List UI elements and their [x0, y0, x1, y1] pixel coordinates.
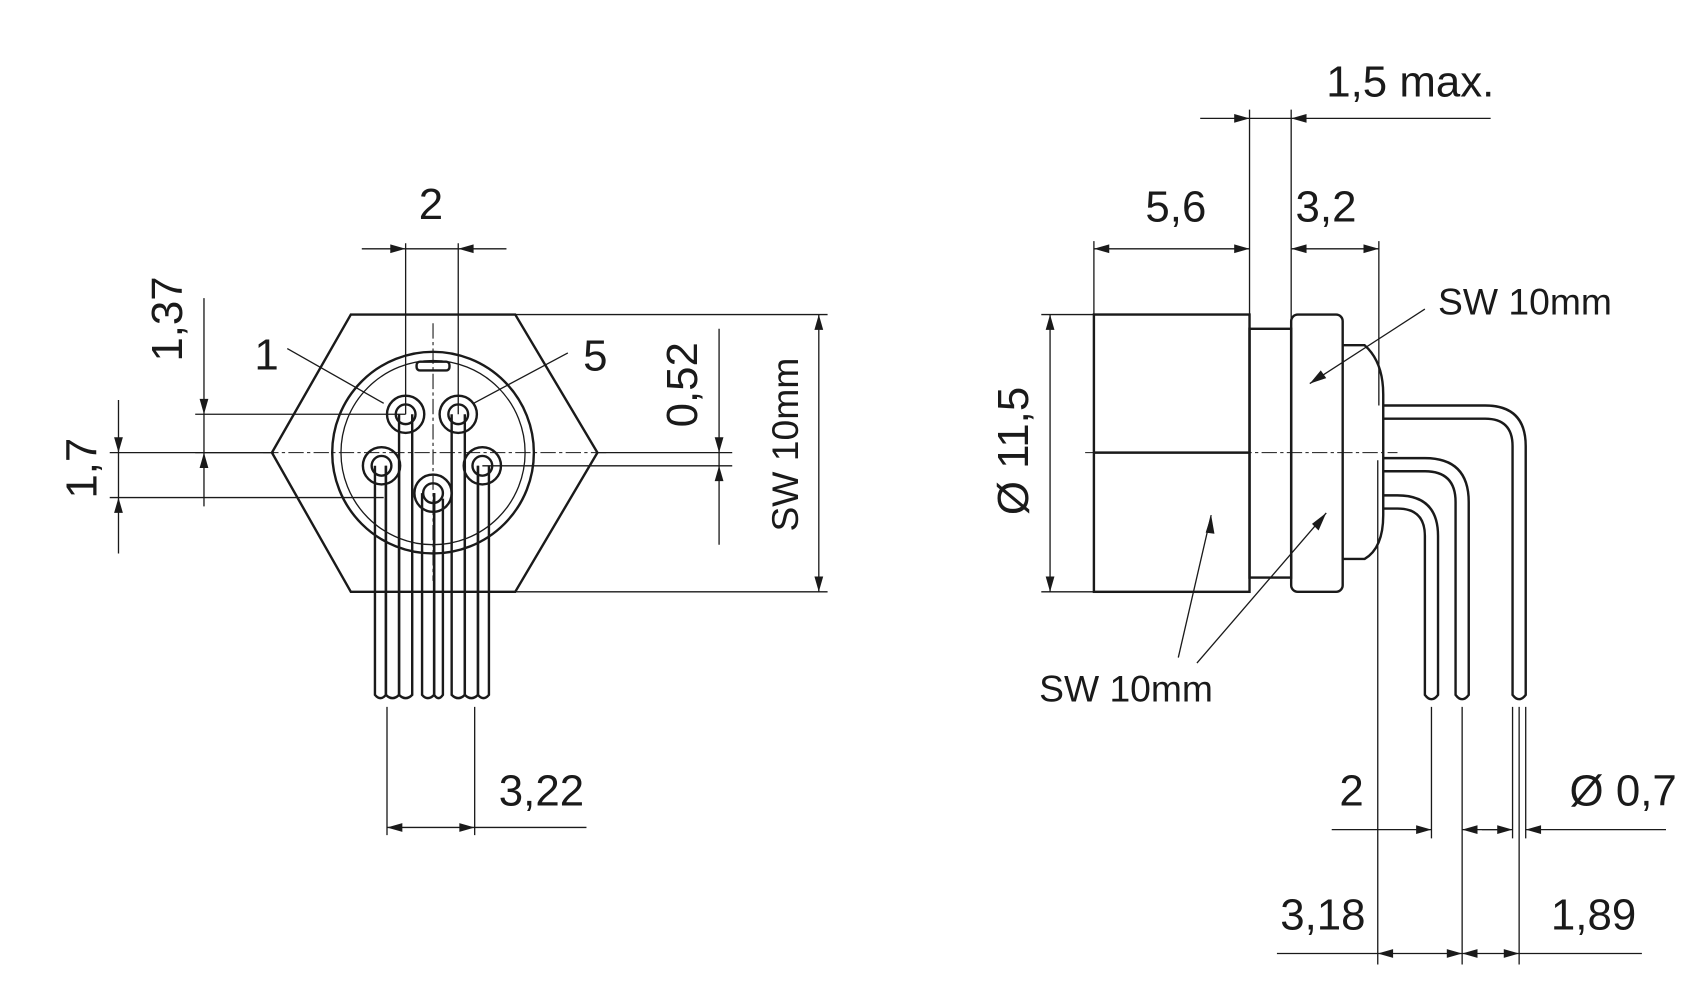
front-wrench-size: SW 10mm — [764, 358, 806, 532]
dim-1-89: 1,89 — [1551, 890, 1636, 939]
dim-1-37: 1,37 — [143, 276, 192, 361]
pin-1-label: 1 — [254, 330, 278, 379]
dim-1-7: 1,7 — [58, 438, 107, 499]
dim-pin-diameter: Ø 0,7 — [1570, 767, 1677, 816]
dim-1-5-max: 1,5 max. — [1326, 57, 1494, 106]
dim-3-2: 3,2 — [1296, 182, 1357, 231]
pin-contacts — [361, 394, 503, 514]
front-flange — [1342, 344, 1385, 561]
side-view: 1,5 max. 5,6 3,2 Ø 11,5 SW 10mm SW 10mm — [989, 57, 1677, 965]
dim-pin-pitch: 2 — [419, 180, 443, 229]
dim-3-18: 3,18 — [1280, 890, 1365, 939]
dim-3-22: 3,22 — [499, 767, 584, 816]
dim-pin-pitch-side: 2 — [1339, 767, 1363, 816]
nut-wrench-size: SW 10mm — [1438, 281, 1612, 323]
dim-5-6: 5,6 — [1145, 182, 1206, 231]
body-wrench-size: SW 10mm — [1039, 667, 1213, 709]
bent-pins — [1383, 404, 1527, 701]
pin-5-label: 5 — [583, 331, 607, 380]
dim-0-52: 0,52 — [658, 342, 707, 427]
dim-diameter-11-5: Ø 11,5 — [989, 387, 1038, 515]
pin-legs — [373, 414, 491, 700]
front-view: 2 1,37 1,7 0,52 1 5 SW 10mm 3,22 — [58, 180, 828, 836]
